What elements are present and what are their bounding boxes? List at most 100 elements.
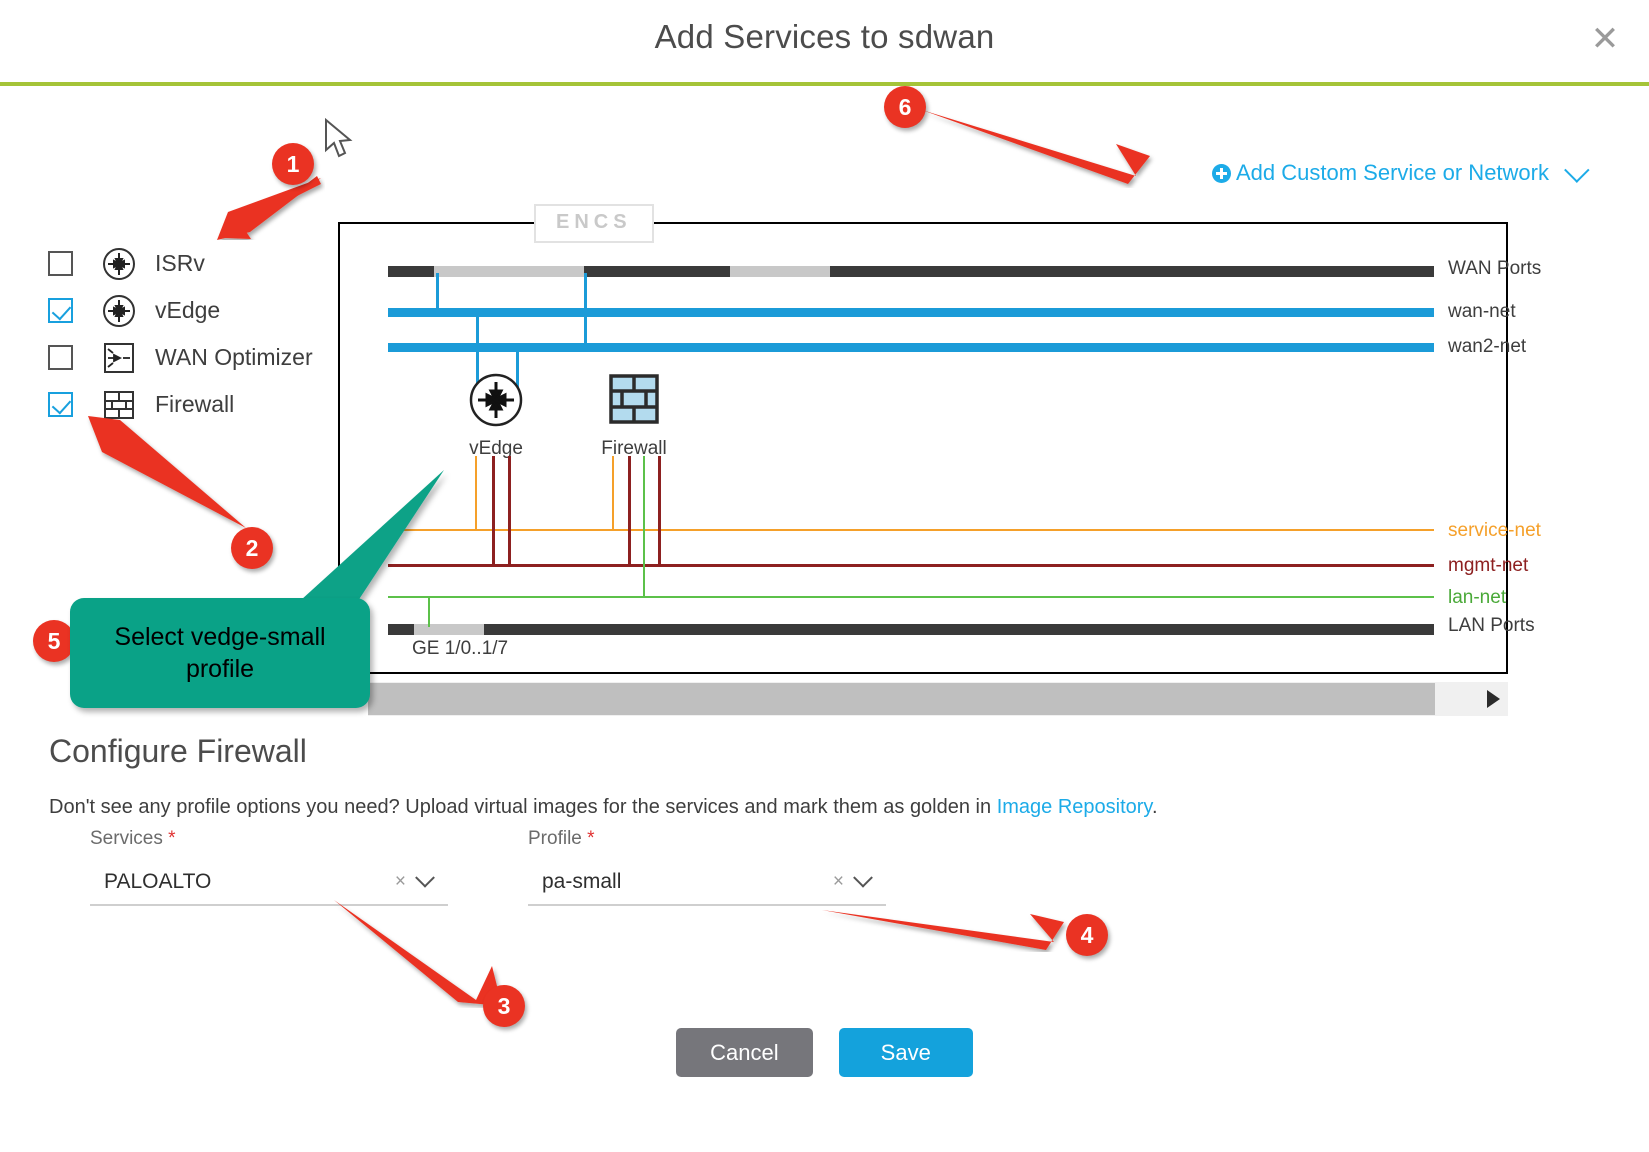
scroll-right-arrow-icon[interactable]	[1487, 690, 1500, 708]
chevron-down-icon[interactable]	[1564, 157, 1590, 183]
annotation-badge-6: 6	[884, 86, 926, 128]
services-field: Services * PALOALTO ×	[90, 828, 448, 906]
router-icon	[99, 246, 139, 282]
diagram-horizontal-scrollbar[interactable]	[368, 682, 1508, 716]
net-label-wan-net: wan-net	[1448, 301, 1516, 322]
mouse-cursor-icon	[325, 118, 353, 158]
service-row-firewall[interactable]: Firewall	[48, 381, 348, 428]
service-label: Firewall	[155, 391, 235, 417]
connector-wan2-net-to-vedge	[516, 348, 519, 409]
connector-wanport-to-wan2-net	[584, 273, 587, 350]
image-repository-link[interactable]: Image Repository	[996, 796, 1152, 818]
node-label: Firewall	[601, 438, 667, 459]
firewall-brick-icon	[99, 387, 139, 423]
router-icon	[99, 293, 139, 329]
encs-topology-diagram: vEdge Firewall	[338, 222, 1541, 676]
connector-vedge-to-service-net	[475, 456, 477, 531]
encs-device-label: ENCS	[534, 204, 654, 243]
connector-firewall-to-mgmt-net	[658, 456, 661, 566]
connector-vedge-to-mgmt-net	[492, 456, 495, 566]
plus-circle-icon	[1212, 163, 1231, 183]
clear-icon[interactable]: ×	[394, 871, 406, 892]
service-row-vedge[interactable]: vEdge	[48, 287, 348, 334]
annotation-badge-5: 5	[33, 620, 75, 662]
services-selected-value: PALOALTO	[104, 870, 212, 893]
net-label-wan2-net: wan2-net	[1448, 336, 1527, 357]
annotation-badge-1: 1	[272, 143, 314, 185]
connector-lan-net-to-lan-ports	[428, 597, 430, 627]
checkbox-firewall[interactable]	[48, 392, 73, 417]
wan-net-rail	[388, 308, 1434, 317]
service-label: ISRv	[155, 250, 205, 276]
profile-select[interactable]: pa-small ×	[528, 860, 886, 906]
net-label-service-net: service-net	[1448, 520, 1541, 541]
connector-wan-net-to-vedge	[476, 313, 479, 409]
node-label: vEdge	[469, 438, 523, 459]
add-custom-service-or-network-link[interactable]: Add Custom Service or Network	[1212, 157, 1590, 186]
wan-port-segment	[730, 266, 830, 277]
service-row-wan-optimizer[interactable]: WAN Optimizer	[48, 334, 348, 381]
net-label-mgmt-net: mgmt-net	[1448, 555, 1529, 576]
annotation-callout: Select vedge-small profile	[70, 598, 370, 708]
router-icon	[469, 373, 523, 427]
connector-vedge-to-mgmt-net	[508, 456, 511, 566]
services-field-label: Services *	[90, 828, 448, 850]
annotation-arrow-6	[922, 110, 1150, 184]
dialog-header: Add Services to sdwan ✕	[0, 0, 1649, 84]
configure-hint: Don't see any profile options you need? …	[49, 796, 1158, 819]
hint-prefix: Don't see any profile options you need? …	[49, 796, 997, 818]
service-label: vEdge	[155, 297, 221, 323]
services-select[interactable]: PALOALTO ×	[90, 860, 448, 906]
firewall-brick-icon	[609, 374, 659, 424]
annotation-badge-4: 4	[1066, 914, 1108, 956]
lan-port-segment	[414, 624, 484, 635]
label-text: Profile	[528, 828, 582, 849]
diagram-node-firewall[interactable]: Firewall	[588, 372, 680, 460]
wan-port-segment	[434, 266, 584, 277]
service-checkbox-list: ISRv vEdge	[48, 240, 348, 428]
wan-ports-bar	[388, 266, 1434, 277]
net-label-wan-ports: WAN Ports	[1448, 258, 1542, 279]
add-custom-service-label: Add Custom Service or Network	[1236, 160, 1549, 185]
required-marker: *	[587, 828, 595, 849]
required-marker: *	[168, 828, 176, 849]
close-icon[interactable]: ✕	[1590, 20, 1620, 58]
profile-field-label: Profile *	[528, 828, 886, 850]
wan-optimizer-icon	[99, 340, 139, 376]
cancel-button[interactable]: Cancel	[676, 1028, 813, 1077]
clear-icon[interactable]: ×	[832, 871, 844, 892]
connector-wanport-to-wan-net	[436, 273, 439, 315]
diagram-node-vedge[interactable]: vEdge	[450, 372, 542, 460]
annotation-badge-2: 2	[231, 527, 273, 569]
checkbox-vedge[interactable]	[48, 298, 73, 323]
annotation-badge-3: 3	[483, 985, 525, 1027]
configure-section-title: Configure Firewall	[49, 733, 307, 769]
checkbox-wan-optimizer[interactable]	[48, 345, 73, 370]
scrollbar-thumb[interactable]	[368, 683, 1435, 715]
service-row-isrv[interactable]: ISRv	[48, 240, 348, 287]
label-text: Services	[90, 828, 163, 849]
hint-suffix: .	[1151, 796, 1158, 818]
page-title: Add Services to sdwan	[654, 18, 995, 55]
profile-selected-value: pa-small	[542, 870, 622, 893]
net-label-lan-ports: LAN Ports	[1448, 615, 1535, 636]
port-range-label: GE 1/0..1/7	[412, 638, 509, 659]
connector-firewall-to-lan-net	[643, 456, 645, 598]
mgmt-net-rail	[388, 564, 1434, 567]
save-button[interactable]: Save	[838, 1028, 973, 1077]
connector-firewall-to-mgmt-net	[628, 456, 631, 566]
checkbox-isrv[interactable]	[48, 251, 73, 276]
service-label: WAN Optimizer	[155, 344, 313, 370]
service-net-rail	[388, 529, 1434, 531]
dialog-footer: Cancel Save	[0, 1028, 1649, 1077]
lan-ports-bar	[388, 624, 1434, 635]
header-divider	[0, 82, 1649, 86]
net-label-lan-net: lan-net	[1448, 587, 1507, 608]
profile-field: Profile * pa-small ×	[528, 828, 886, 906]
wan2-net-rail	[388, 343, 1434, 352]
chevron-down-icon[interactable]	[853, 867, 873, 888]
diagram-canvas: vEdge Firewall	[340, 224, 1510, 676]
chevron-down-icon[interactable]	[415, 867, 435, 888]
connector-firewall-to-service-net	[612, 456, 614, 531]
